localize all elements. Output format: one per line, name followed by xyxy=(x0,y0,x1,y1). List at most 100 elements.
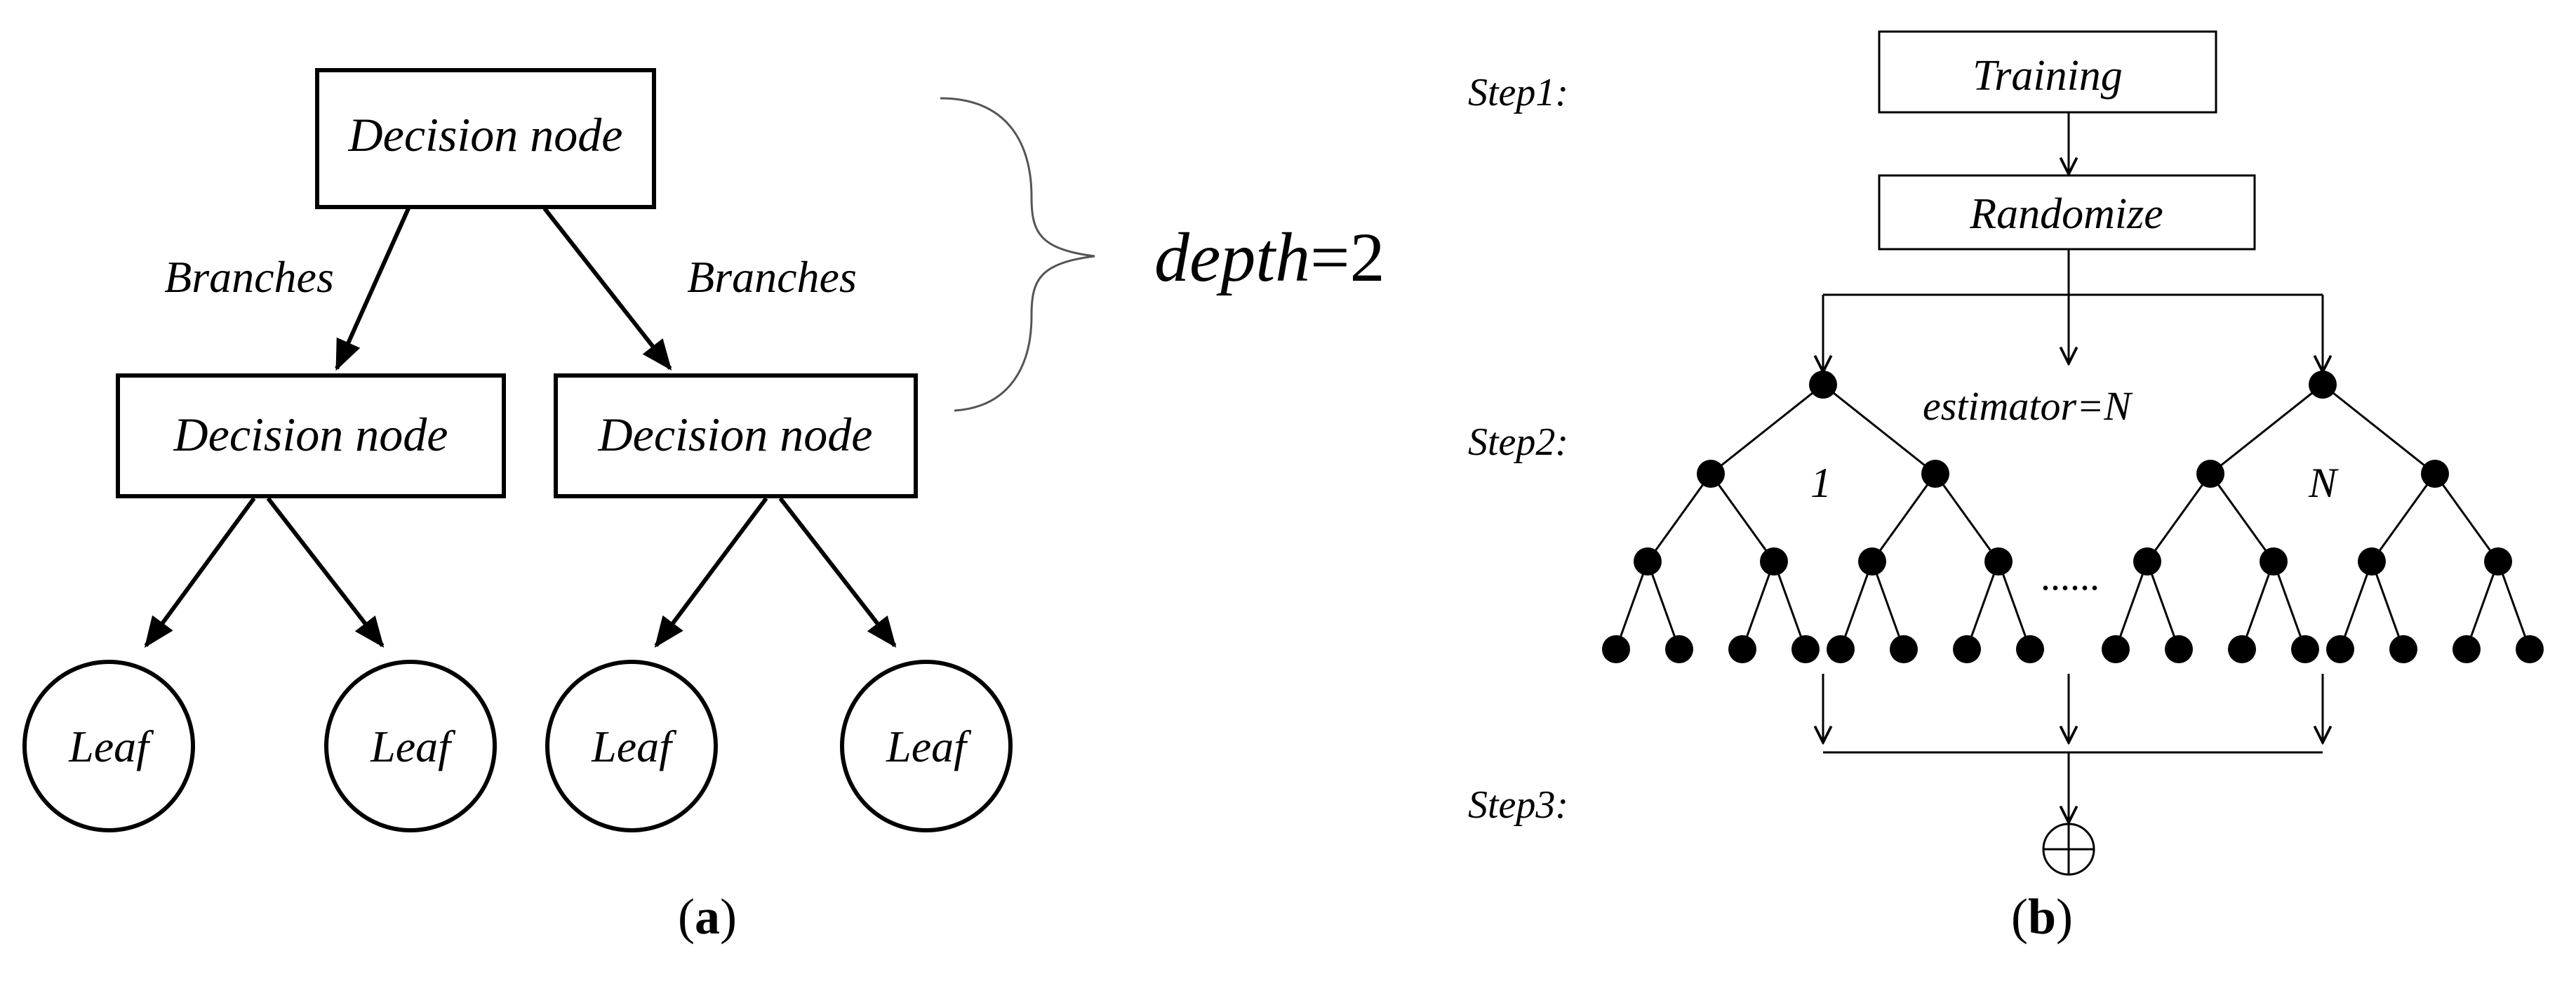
training-box xyxy=(1878,30,2217,114)
tree-1-edge xyxy=(1871,473,1937,562)
tree-1-edge xyxy=(1966,561,2000,650)
arrow-root-to-right xyxy=(542,207,672,371)
estimator-eq: =N xyxy=(2076,383,2133,429)
arrow-left-to-leaf-2 xyxy=(266,497,385,648)
tree-n-node xyxy=(2358,547,2386,576)
tree-n-edge xyxy=(2272,561,2307,650)
tree-n-edge xyxy=(2241,561,2275,650)
tree-n-edge xyxy=(2497,561,2531,650)
tree-n-edge xyxy=(2209,473,2275,562)
tree-n-edge xyxy=(2146,561,2180,650)
estimator-var: estimator xyxy=(1923,383,2077,429)
caption-b-letter: b xyxy=(2028,889,2056,945)
randomize-label: Randomize xyxy=(1969,190,2163,238)
tree-n-node xyxy=(2165,635,2193,663)
right-branch-label: Branches xyxy=(687,252,857,302)
tree-1-node xyxy=(1827,635,1855,663)
leaf-node-2-label: Leaf xyxy=(370,722,456,771)
arrow-right-to-leaf-3 xyxy=(654,497,768,648)
trees-ellipsis: ...... xyxy=(2041,555,2100,599)
tree-n-node xyxy=(2102,635,2130,663)
tree-1-node xyxy=(1921,460,1949,488)
panel-a: Decision node Branches Branches Decision… xyxy=(22,68,1385,945)
tree-n-node xyxy=(2452,635,2481,663)
leaf-node-2 xyxy=(324,660,497,832)
step1-label: Step1: xyxy=(1468,71,1568,114)
leaf-node-1 xyxy=(22,660,195,832)
training-label: Training xyxy=(1973,52,2123,100)
tree-1-edge xyxy=(1871,561,1905,650)
tree-1-node xyxy=(1760,547,1788,576)
leaf-node-3 xyxy=(545,660,718,832)
step3-label: Step3: xyxy=(1468,783,1568,827)
tree-n-node xyxy=(2421,460,2449,488)
tree-n-edge xyxy=(2465,561,2500,650)
randomize-box xyxy=(1878,174,2256,251)
step2-label: Step2: xyxy=(1468,420,1568,464)
leaf-node-1-label: Leaf xyxy=(68,722,154,771)
arrow-right-to-leaf-4 xyxy=(778,497,897,648)
caption-b: (b) xyxy=(2011,889,2073,945)
caption-a-letter: a xyxy=(695,889,720,945)
tree-1-node xyxy=(1953,635,1981,663)
root-decision-node-label: Decision node xyxy=(348,108,623,161)
tree-1-node xyxy=(1890,635,1918,663)
tree-1-edge xyxy=(1934,473,2000,562)
depth-brace xyxy=(940,97,1095,412)
tree-1-node xyxy=(1791,635,1820,663)
random-forest-trees xyxy=(1602,371,2544,663)
tree-1-edge xyxy=(1997,561,2031,650)
tree-n-edge xyxy=(2339,561,2373,650)
tree-n-node xyxy=(2326,635,2354,663)
tree-1-edge xyxy=(1646,561,1681,650)
depth-var: depth xyxy=(1154,218,1310,296)
tree-1-edge xyxy=(1822,383,1936,475)
tree-n-edge xyxy=(2146,473,2212,562)
tree-1-edge xyxy=(1646,473,1712,562)
leaf-node-4 xyxy=(840,660,1013,832)
tree-1-edge xyxy=(1710,383,1824,475)
left-decision-node xyxy=(116,373,506,498)
tree-n-node xyxy=(2228,635,2256,663)
tree-n-node xyxy=(2484,547,2512,576)
left-branch-label: Branches xyxy=(164,252,334,302)
tree-1-edge xyxy=(1773,561,1807,650)
tree-n-edge xyxy=(2370,473,2436,562)
tree-1-node xyxy=(1858,547,1886,576)
left-decision-node-label: Decision node xyxy=(173,408,448,461)
caption-a: (a) xyxy=(678,889,737,945)
tree-1-label: 1 xyxy=(1810,460,1831,506)
depth-value: =2 xyxy=(1310,218,1384,296)
tree-n-node xyxy=(2291,635,2319,663)
tree-1-node xyxy=(1697,460,1725,488)
right-decision-node xyxy=(554,373,918,498)
tree-1-node xyxy=(1809,371,1837,399)
tree-n-label: N xyxy=(2308,460,2339,506)
tree-n-node xyxy=(2260,547,2288,576)
tree-1-node xyxy=(1984,547,2013,576)
tree-1-edge xyxy=(1741,561,1775,650)
tree-1-node xyxy=(1634,547,1662,576)
tree-1-node xyxy=(1602,635,1630,663)
tree-1-edge xyxy=(1709,473,1775,562)
right-decision-node-label: Decision node xyxy=(598,408,873,461)
leaf-node-4-label: Leaf xyxy=(886,722,972,771)
tree-n-node xyxy=(2309,371,2337,399)
tree-1-edge xyxy=(1615,561,1649,650)
arrow-root-to-left xyxy=(335,207,411,371)
tree-1-node xyxy=(2016,635,2044,663)
tree-n-edge xyxy=(2370,561,2405,650)
root-decision-node xyxy=(315,68,656,209)
aggregate-symbol xyxy=(2042,823,2095,876)
tree-1-node xyxy=(1728,635,1756,663)
arrow-left-to-leaf-1 xyxy=(144,497,256,648)
tree-n-node xyxy=(2133,547,2161,576)
tree-n-node xyxy=(2196,460,2224,488)
tree-n-edge xyxy=(2114,561,2149,650)
tree-n-node xyxy=(2516,635,2544,663)
depth-label: depth=2 xyxy=(1154,218,1385,296)
leaf-node-3-label: Leaf xyxy=(591,722,677,771)
estimator-label: estimator=N xyxy=(1923,383,2133,429)
tree-n-node xyxy=(2389,635,2417,663)
